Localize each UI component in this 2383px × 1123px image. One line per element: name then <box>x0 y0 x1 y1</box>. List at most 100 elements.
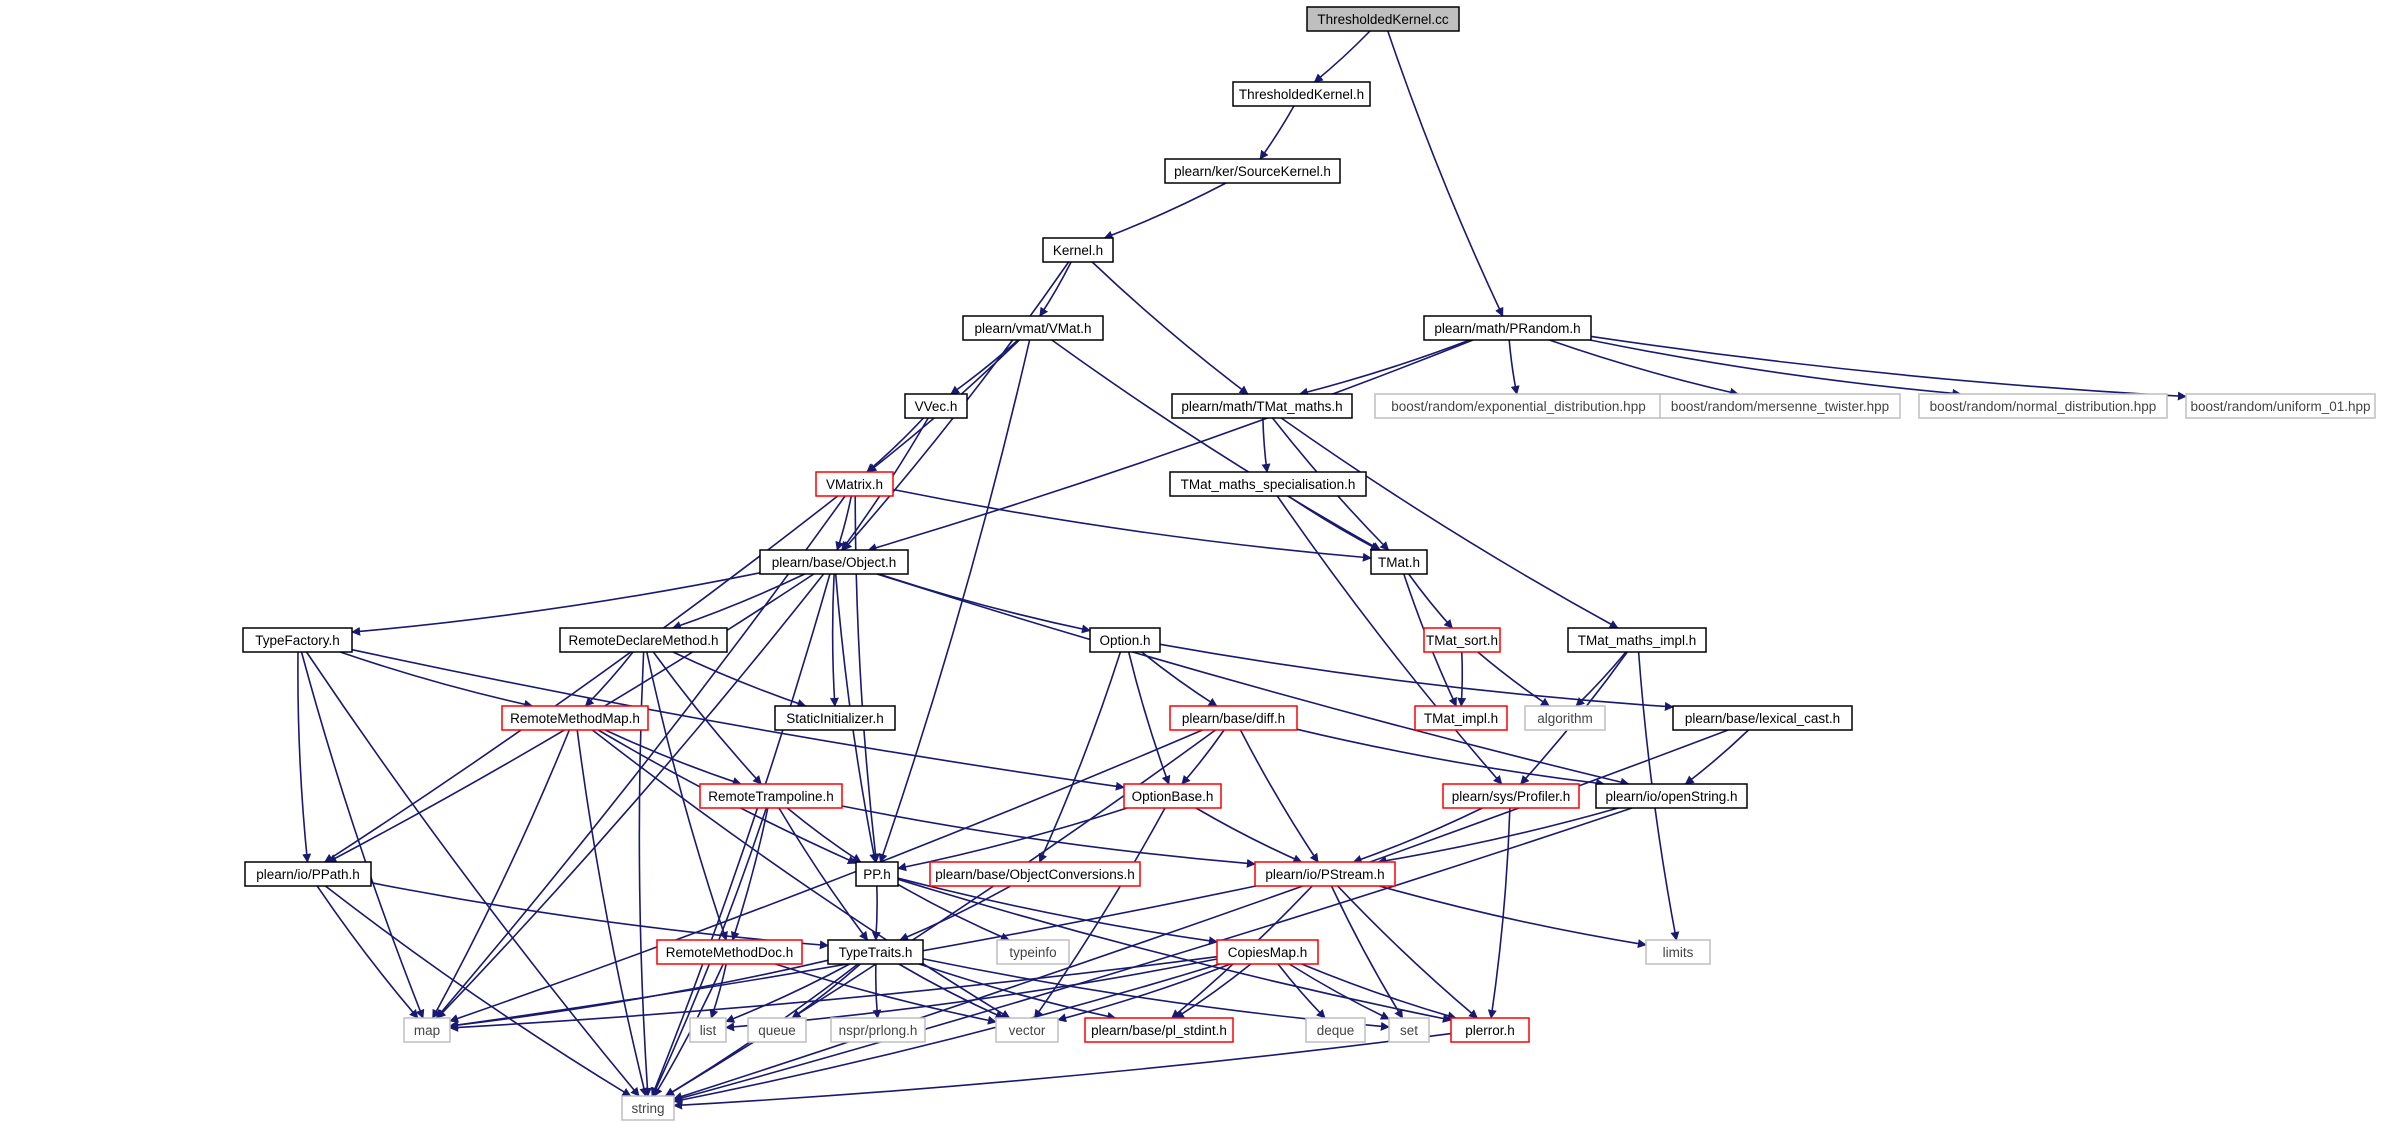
node-sourcekernel[interactable]: plearn/ker/SourceKernel.h <box>1164 158 1341 184</box>
node-pp[interactable]: PP.h <box>855 861 899 887</box>
node-staticinit[interactable]: StaticInitializer.h <box>774 705 896 731</box>
edge-object-to-string <box>650 573 831 1097</box>
node-vmatrix[interactable]: VMatrix.h <box>815 471 894 497</box>
node-prlong-label: nspr/prlong.h <box>839 1023 918 1038</box>
node-rdm[interactable]: RemoteDeclareMethod.h <box>559 627 728 653</box>
node-tmatsort[interactable]: TMat_sort.h <box>1423 627 1501 653</box>
edge-object-to-openstring <box>876 573 1630 787</box>
edge-typetraits-to-queue <box>791 963 861 1019</box>
node-tmatmaths[interactable]: plearn/math/TMat_maths.h <box>1171 393 1353 419</box>
edge-option-to-lexcast <box>1159 643 1674 711</box>
edge-openstring-to-string <box>673 807 1633 1103</box>
node-lexcast-label: plearn/base/lexical_cast.h <box>1685 711 1840 726</box>
node-prandom-label: plearn/math/PRandom.h <box>1434 321 1580 336</box>
edge-prandom-to-boost_norm <box>1589 339 1962 398</box>
node-vvec[interactable]: VVec.h <box>904 393 968 419</box>
edge-copiesmap-to-stdint <box>1174 963 1252 1019</box>
node-deque-box <box>1305 1017 1366 1043</box>
node-typetraits[interactable]: TypeTraits.h <box>827 939 924 965</box>
edge-object-to-typefactory <box>351 572 761 636</box>
edge-prandom-to-boost_mt <box>1549 339 1739 397</box>
node-typefactory[interactable]: TypeFactory.h <box>242 627 353 653</box>
edge-copiesmap-to-vector <box>1057 963 1231 1023</box>
node-pstream[interactable]: plearn/io/PStream.h <box>1254 861 1396 887</box>
node-typeinfo-label: typeinfo <box>1009 945 1056 960</box>
node-string: string <box>621 1095 675 1121</box>
edge-pstream-to-plerror <box>1337 885 1478 1019</box>
node-lexcast[interactable]: plearn/base/lexical_cast.h <box>1672 705 1853 731</box>
node-rmm[interactable]: RemoteMethodMap.h <box>501 705 649 731</box>
node-typetraits-box <box>827 939 924 965</box>
node-rmdoc[interactable]: RemoteMethodDoc.h <box>656 939 803 965</box>
node-option[interactable]: Option.h <box>1089 627 1161 653</box>
edge-option-to-optionbase <box>1127 651 1171 785</box>
node-boost_uni-label: boost/random/uniform_01.hpp <box>2190 399 2370 414</box>
edge-pp-to-typeinfo <box>897 883 1010 941</box>
node-tmimpl-box <box>1567 627 1707 653</box>
node-openstring-box <box>1595 783 1748 809</box>
edge-object-to-staticinit <box>829 573 839 707</box>
edge-tk_h-to-sourcekernel <box>1259 105 1295 160</box>
node-optionbase[interactable]: OptionBase.h <box>1123 783 1222 809</box>
node-openstring[interactable]: plearn/io/openString.h <box>1595 783 1748 809</box>
node-set: set <box>1388 1017 1430 1043</box>
edge-kernel-to-vmat <box>1039 261 1072 317</box>
node-tmspec-label: TMat_maths_specialisation.h <box>1181 477 1356 492</box>
edge-rtramp-to-pstream <box>841 805 1256 868</box>
node-queue-box <box>747 1017 807 1043</box>
node-deque-label: deque <box>1317 1023 1355 1038</box>
node-diff[interactable]: plearn/base/diff.h <box>1169 705 1298 731</box>
node-copiesmap[interactable]: CopiesMap.h <box>1216 939 1319 965</box>
edge-tmatsort-to-algorithm <box>1477 651 1550 707</box>
node-typetraits-label: TypeTraits.h <box>839 945 913 960</box>
node-prandom[interactable]: plearn/math/PRandom.h <box>1423 315 1592 341</box>
node-tmat[interactable]: TMat.h <box>1370 549 1428 575</box>
edge-rmm-to-vector <box>591 729 1011 1019</box>
node-profiler[interactable]: plearn/sys/Profiler.h <box>1442 783 1580 809</box>
edge-tmatsort-to-tmat_impl <box>1457 651 1467 707</box>
node-boost_exp: boost/random/exponential_distribution.hp… <box>1374 393 1663 419</box>
node-rdm-label: RemoteDeclareMethod.h <box>568 633 718 648</box>
edge-copiesmap-to-map <box>449 955 1218 1032</box>
node-tk_h[interactable]: ThresholdedKernel.h <box>1232 81 1371 107</box>
edge-prandom-to-boost_exp <box>1508 339 1520 395</box>
node-algorithm-label: algorithm <box>1537 711 1593 726</box>
node-tmatsort-label: TMat_sort.h <box>1426 633 1498 648</box>
node-ppath[interactable]: plearn/io/PPath.h <box>244 861 372 887</box>
node-kernel[interactable]: Kernel.h <box>1042 237 1114 263</box>
node-option-box <box>1089 627 1161 653</box>
node-object[interactable]: plearn/base/Object.h <box>759 549 909 575</box>
node-prlong: nspr/prlong.h <box>830 1017 926 1043</box>
edge-object-to-map <box>436 573 825 1019</box>
node-algorithm: algorithm <box>1524 705 1606 731</box>
node-set-box <box>1388 1017 1430 1043</box>
node-set-label: set <box>1400 1023 1418 1038</box>
node-limits-label: limits <box>1663 945 1694 960</box>
node-tmspec[interactable]: TMat_maths_specialisation.h <box>1169 471 1367 497</box>
edge-pstream-to-limits <box>1379 885 1647 949</box>
edge-tmimpl-to-algorithm <box>1575 651 1627 707</box>
edge-sourcekernel-to-kernel <box>1103 182 1227 240</box>
node-vmatrix-box <box>815 471 894 497</box>
node-boost_norm: boost/random/normal_distribution.hpp <box>1918 393 2168 419</box>
node-vmat[interactable]: plearn/vmat/VMat.h <box>962 315 1104 341</box>
edge-typetraits-to-prlong <box>872 963 882 1019</box>
node-plerror[interactable]: plerror.h <box>1450 1017 1530 1043</box>
edge-profiler-to-pstream <box>1352 807 1483 864</box>
node-tmat_impl[interactable]: TMat_impl.h <box>1414 705 1508 731</box>
node-rdm-box <box>559 627 728 653</box>
node-root[interactable]: ThresholdedKernel.cc <box>1306 6 1460 32</box>
edge-tmatmaths-to-tmimpl <box>1280 417 1619 629</box>
node-rmm-box <box>501 705 649 731</box>
node-stdint-label: plearn/base/pl_stdint.h <box>1091 1023 1227 1038</box>
node-objconv-label: plearn/base/ObjectConversions.h <box>935 867 1135 882</box>
node-sourcekernel-box <box>1164 158 1341 184</box>
node-rtramp[interactable]: RemoteTrampoline.h <box>699 783 843 809</box>
node-map-label: map <box>414 1023 440 1038</box>
edge-pstream-to-set <box>1330 885 1404 1019</box>
node-objconv[interactable]: plearn/base/ObjectConversions.h <box>929 861 1141 887</box>
node-stdint[interactable]: plearn/base/pl_stdint.h <box>1084 1017 1234 1043</box>
edge-pp-to-typetraits <box>871 885 881 941</box>
node-tmimpl[interactable]: TMat_maths_impl.h <box>1567 627 1707 653</box>
